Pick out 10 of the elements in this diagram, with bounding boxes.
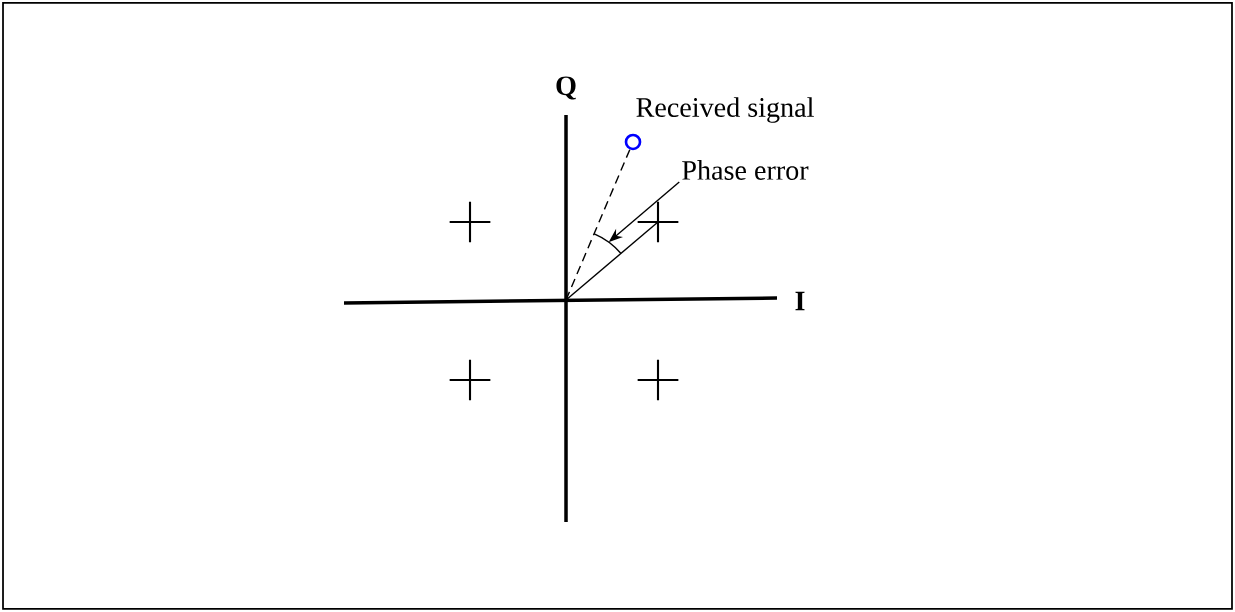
constellation-point bbox=[636, 358, 680, 402]
axis-label: Q bbox=[556, 76, 576, 100]
signal-label: Received signal bbox=[636, 97, 814, 123]
axis-label: I bbox=[795, 291, 805, 311]
constellation-point bbox=[448, 358, 492, 402]
angle-arc bbox=[593, 233, 622, 255]
signal-point bbox=[624, 133, 642, 151]
text-label: Phase error bbox=[682, 160, 809, 180]
constellation-point bbox=[448, 200, 492, 244]
constellation-point bbox=[636, 200, 680, 244]
